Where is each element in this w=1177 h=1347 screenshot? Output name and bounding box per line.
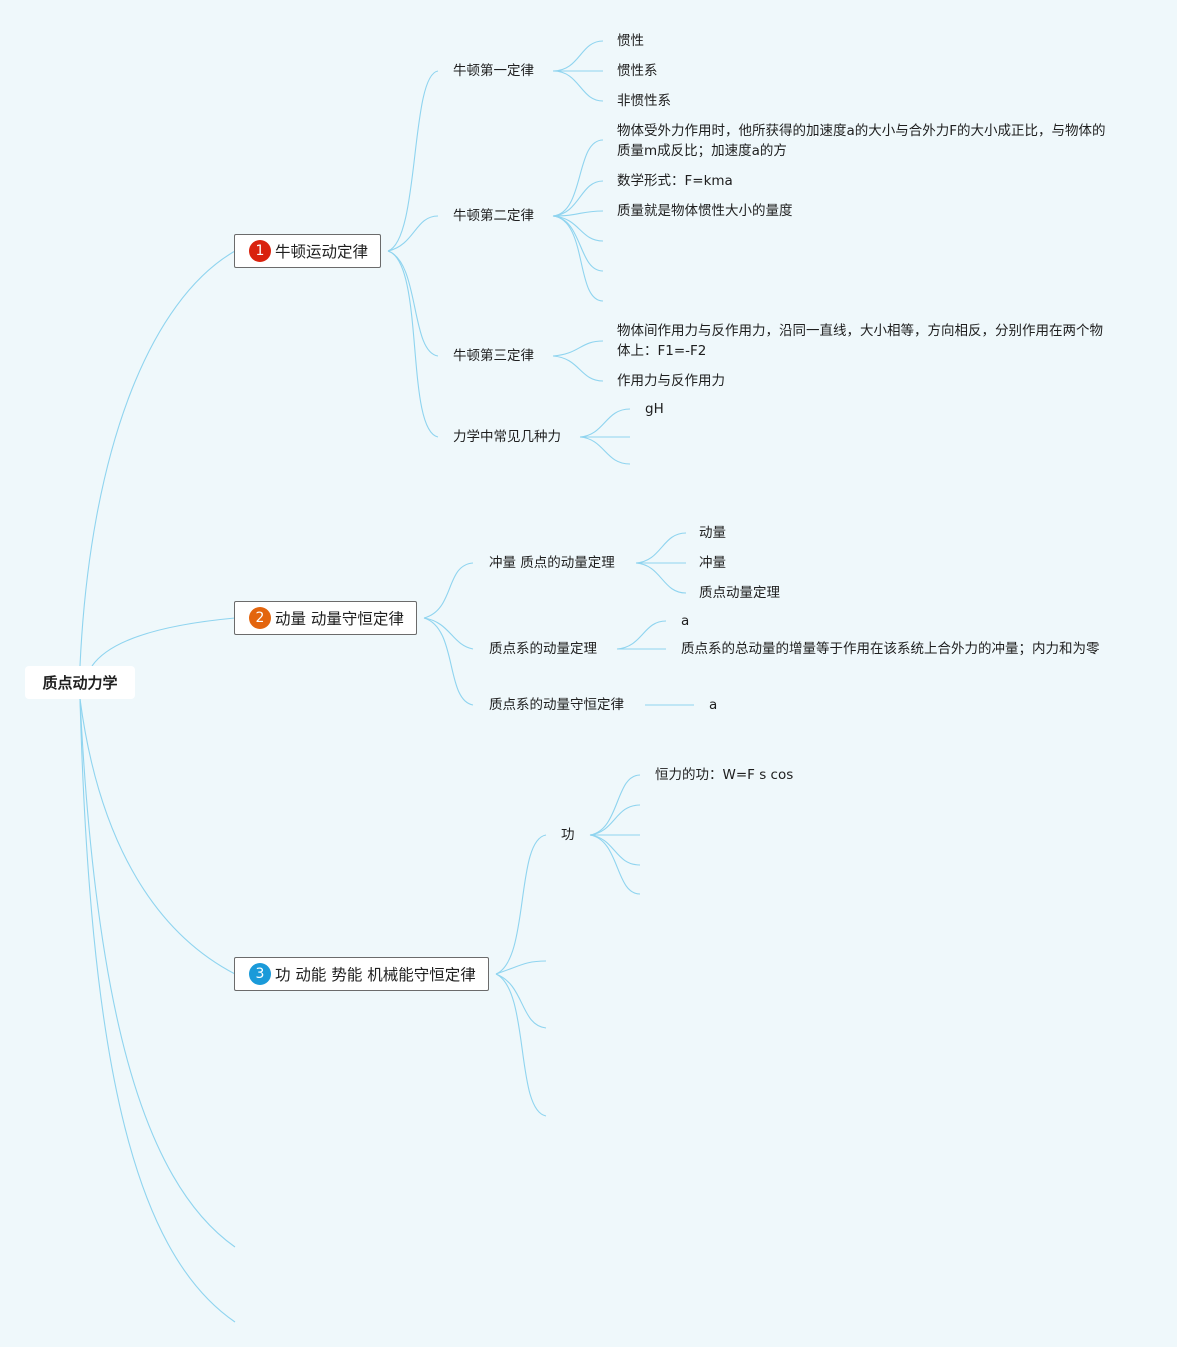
- leaf-math-form[interactable]: 数学形式：F=kma: [617, 173, 733, 189]
- branch-label: 牛顿运动定律: [275, 243, 369, 261]
- root-topic[interactable]: 质点动力学: [25, 666, 135, 699]
- number-badge-2: 2: [249, 607, 271, 629]
- number-badge-3: 3: [249, 963, 271, 985]
- leaf-action-reaction[interactable]: 作用力与反作用力: [617, 373, 725, 389]
- link-s2-e1: [552, 215, 604, 242]
- link-b1-s3: [387, 250, 439, 357]
- subtopic-common-forces[interactable]: 力学中常见几种力: [453, 429, 561, 445]
- branch-newton-laws[interactable]: 1 牛顿运动定律: [234, 234, 382, 268]
- link-s2-l2: [552, 180, 604, 217]
- link-root-b3: [79, 698, 236, 975]
- link-b2s1-l1: [635, 532, 687, 564]
- leaf-constant-force-work[interactable]: 恒力的功：W=F s cos: [655, 767, 794, 783]
- subtopic-newton-first-law[interactable]: 牛顿第一定律: [453, 63, 534, 79]
- link-b2s1-l3: [635, 562, 687, 594]
- link-s2-l3: [552, 210, 604, 217]
- leaf-gh[interactable]: gH: [645, 401, 664, 417]
- link-b3-s1: [495, 834, 547, 975]
- link-b3s1-l1: [589, 774, 641, 836]
- leaf-third-law-statement[interactable]: 物体间作用力与反作用力，沿同一直线，大小相等，方向相反，分别作用在两个物体上：F…: [617, 323, 1103, 359]
- link-s2-l1: [552, 139, 604, 217]
- link-b2-s1: [423, 562, 474, 619]
- leaf-inertia[interactable]: 惯性: [617, 33, 644, 49]
- link-b1-s1: [387, 70, 439, 252]
- link-b1-s2: [387, 215, 439, 252]
- subtopic-newton-second-law[interactable]: 牛顿第二定律: [453, 208, 534, 224]
- branch-work-energy[interactable]: 3 功 动能 势能 机械能守恒定律: [234, 957, 489, 991]
- link-b1-s4: [387, 250, 439, 438]
- leaf-momentum[interactable]: 动量: [699, 525, 726, 541]
- link-b2-s3: [423, 617, 474, 706]
- link-b2-s2: [423, 617, 474, 650]
- branch-label: 动量 动量守恒定律: [275, 610, 404, 628]
- link-root-extra2: [79, 698, 236, 1323]
- leaf-second-law-statement[interactable]: 物体受外力作用时，他所获得的加速度a的大小与合外力F的大小成正比，与物体的质量m…: [617, 123, 1106, 159]
- leaf-inertial-frame[interactable]: 惯性系: [617, 63, 658, 79]
- leaf-non-inertial-frame[interactable]: 非惯性系: [617, 93, 671, 109]
- link-b3-e3: [495, 973, 547, 1117]
- link-s4-l1: [579, 408, 631, 438]
- branch-label: 功 动能 势能 机械能守恒定律: [275, 966, 476, 984]
- leaf-impulse[interactable]: 冲量: [699, 555, 726, 571]
- subtopic-impulse-theorem[interactable]: 冲量 质点的动量定理: [489, 555, 615, 571]
- subtopic-system-momentum-theorem[interactable]: 质点系的动量定理: [489, 641, 597, 657]
- link-b3s1-e1: [589, 804, 641, 836]
- leaf-particle-momentum-theorem[interactable]: 质点动量定理: [699, 585, 780, 601]
- subtopic-work[interactable]: 功: [561, 827, 575, 843]
- leaf-a[interactable]: a: [709, 697, 718, 713]
- link-s1-l1: [552, 40, 604, 72]
- leaf-mass-measure[interactable]: 质量就是物体惯性大小的量度: [617, 203, 793, 219]
- link-b3-e1: [495, 960, 547, 975]
- link-s2-e2: [552, 215, 604, 272]
- leaf-system-momentum-statement[interactable]: 质点系的总动量的增量等于作用在该系统上合外力的冲量；内力和为零: [681, 641, 1100, 657]
- link-b3s1-e4: [589, 834, 641, 895]
- link-s1-l3: [552, 70, 604, 102]
- link-s3-l1: [552, 340, 604, 357]
- subtopic-newton-third-law[interactable]: 牛顿第三定律: [453, 348, 534, 364]
- link-s2-e3: [552, 215, 604, 302]
- link-b2s2-l1: [616, 620, 667, 650]
- link-b3-e2: [495, 973, 547, 1029]
- leaf-a[interactable]: a: [681, 613, 690, 629]
- subtopic-momentum-conservation[interactable]: 质点系的动量守恒定律: [489, 697, 624, 713]
- link-root-b1: [79, 250, 236, 667]
- link-s3-l2: [552, 355, 604, 382]
- branch-momentum[interactable]: 2 动量 动量守恒定律: [234, 601, 417, 635]
- link-s4-e2: [579, 436, 631, 465]
- number-badge-1: 1: [249, 240, 271, 262]
- link-root-b2: [91, 617, 236, 667]
- link-root-extra1: [79, 698, 236, 1248]
